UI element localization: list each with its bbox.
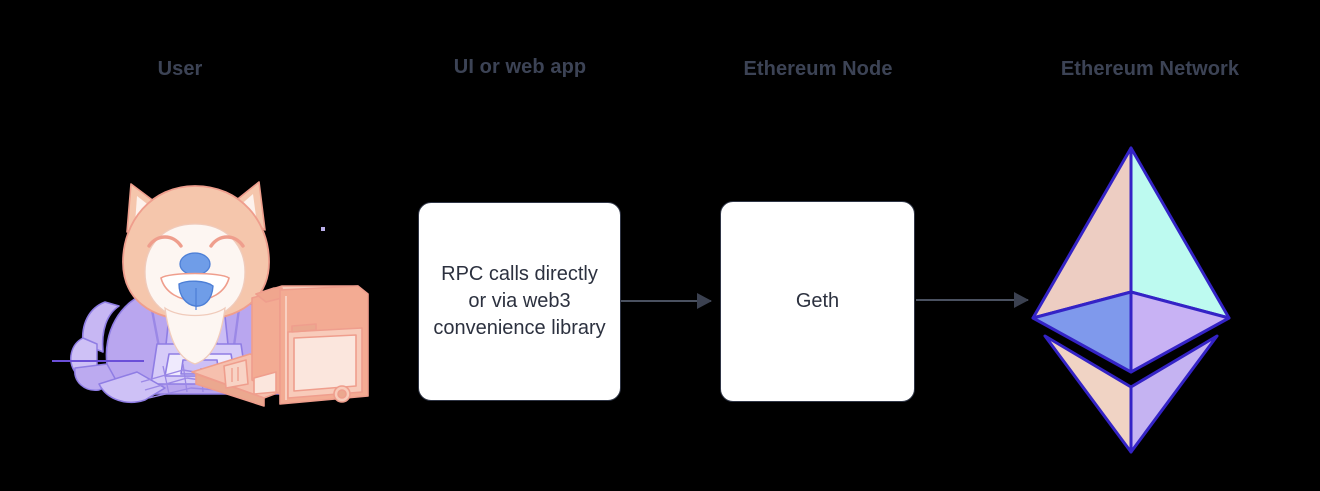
process-box-geth-label: Geth — [795, 290, 840, 312]
column-heading-ui: UI or web app — [453, 56, 587, 78]
arrow-node-to-network — [916, 299, 1028, 301]
column-heading-network: Ethereum Network — [1060, 58, 1240, 80]
column-heading-node: Ethereum Node — [743, 58, 893, 80]
arrow-ui-to-node — [621, 300, 711, 302]
column-heading-user: User — [157, 58, 203, 80]
stray-pixel-artifact — [321, 227, 325, 231]
process-box-rpc-calls[interactable]: RPC calls directly or via web3 convenien… — [418, 202, 621, 401]
desk-edge-line — [52, 360, 144, 362]
retro-computer-illustration — [190, 280, 375, 410]
process-box-rpc-label: RPC calls directly or via web3 convenien… — [433, 263, 606, 339]
process-box-geth[interactable]: Geth — [720, 201, 915, 402]
ethereum-diamond-logo — [1029, 144, 1234, 456]
